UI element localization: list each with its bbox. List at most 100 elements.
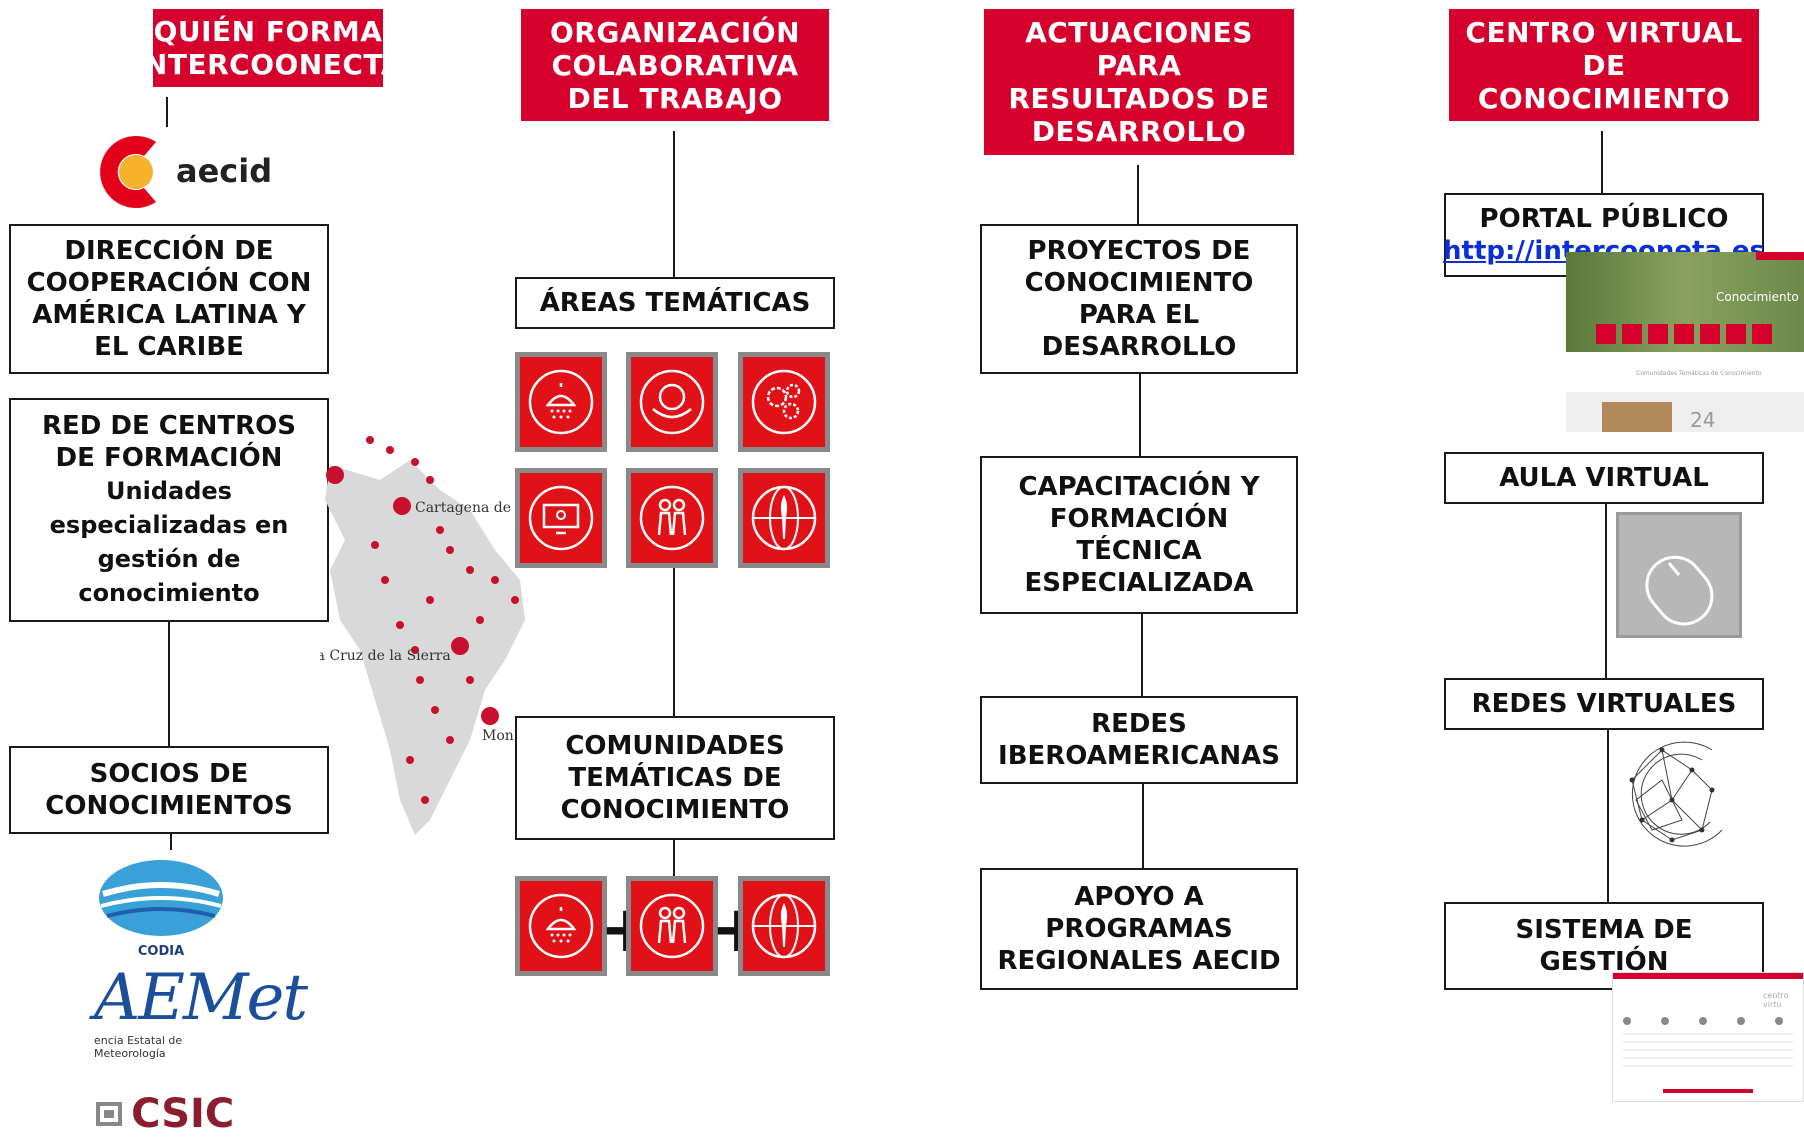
header-line: DESARROLLO [1031,115,1247,148]
box-redes-virtuales: REDES VIRTUALES [1444,678,1764,730]
header-line: CONOCIMIENTO [1477,81,1731,115]
portal-caption-text: Comunidades Temáticas de Conocimiento [1636,370,1762,377]
portal-date-text: 24 [1690,408,1716,432]
network-icon [1631,741,1723,847]
header-organizacion: ORGANIZACIÓN COLABORATIVA DEL TRABAJO [521,9,829,121]
box-socios: SOCIOS DE CONOCIMIENTOS [9,746,329,834]
paintbrush-globe-icon [751,485,817,551]
gears-icon [751,369,817,435]
tile-combo-people[interactable] [626,876,718,976]
header-quien-forma: QUIÉN FORMA INTERCOONECTA [133,9,403,87]
box-line: REDES VIRTUALES [1471,689,1737,719]
connector [1601,131,1603,193]
box-line: ÁREAS TEMÁTICAS [539,288,811,318]
box-line: AULA VIRTUAL [1499,463,1709,493]
box-line: CAPACITACIÓN Y [1018,472,1260,502]
connector [168,622,170,746]
tile-combo-shower[interactable] [515,876,607,976]
box-line: PORTAL PÚBLICO [1479,204,1729,234]
tile-paintbrush[interactable] [738,468,830,568]
box-line: COMUNIDADES [565,731,785,761]
csic-text: CSIC [131,1091,235,1137]
connector [1142,784,1144,868]
box-direccion: DIRECCIÓN DE COOPERACIÓN CON AMÉRICA LAT… [9,224,329,374]
aecid-logo: aecid [98,130,272,214]
box-line: PROYECTOS DE [1027,236,1251,266]
connector [1139,374,1141,456]
tile-shower[interactable] [515,352,607,452]
csic-logo: CSIC [92,1094,262,1142]
aula-virtual-image [1616,512,1742,638]
box-line: ESPECIALIZADA [1024,568,1254,598]
globe-hands-icon [639,369,705,435]
header-line: CENTRO VIRTUAL [1465,15,1743,49]
people-icon [639,485,705,551]
tile-monitor-bulb[interactable] [515,468,607,568]
box-areas-tematicas: ÁREAS TEMÁTICAS [515,277,835,329]
header-line: ACTUACIONES [1025,16,1253,49]
header-line: QUIÉN FORMA [153,15,383,48]
connector [1607,730,1609,902]
header-line: PARA [1096,49,1182,82]
box-line: IBEROAMERICANAS [998,741,1280,771]
codia-text: CODIA [137,944,185,959]
box-line: REGIONALES AECID [997,946,1281,976]
shower-icon [528,369,594,435]
header-line: COLABORATIVA [551,48,799,82]
aecid-mark-icon [100,136,156,208]
paintbrush-globe-icon [751,893,817,959]
box-line: FORMACIÓN [1049,504,1229,534]
box-line: AMÉRICA LATINA Y [32,300,306,330]
box-aula-virtual: AULA VIRTUAL [1444,452,1764,504]
box-line: SISTEMA DE [1515,915,1693,945]
portal-screenshot: Conocimiento Comunidades Temáticas de Co… [1566,252,1804,432]
tile-combo-paintbrush[interactable] [738,876,830,976]
header-line: RESULTADOS DE [1008,82,1270,115]
box-line: EL CARIBE [94,332,244,362]
box-line: RED DE CENTROS [42,411,296,441]
map-label-montevideo: Mon [482,728,514,744]
codia-mark-icon [99,860,223,936]
connector [1141,614,1143,696]
tile-gears[interactable] [738,352,830,452]
codia-logo: CODIA [93,856,229,959]
people-icon [639,893,705,959]
box-proyectos: PROYECTOS DE CONOCIMIENTO PARA EL DESARR… [980,224,1298,374]
header-line: DE [1582,48,1626,82]
portal-banner-text: Conocimiento [1716,290,1799,304]
box-line: TEMÁTICAS DE [568,763,782,793]
box-line: SOCIOS DE [89,759,249,789]
box-line: COOPERACIÓN CON [26,268,312,298]
aecid-text: aecid [176,152,273,190]
header-line: ORGANIZACIÓN [549,15,801,49]
box-line: APOYO A [1074,882,1204,912]
box-line: DIRECCIÓN DE [64,236,274,266]
box-subline: conocimiento [78,579,260,607]
connector [166,97,168,127]
header-actuaciones: ACTUACIONES PARA RESULTADOS DE DESARROLL… [984,9,1294,155]
aemet-subtext: encia Estatal de Meteorología [94,1034,183,1060]
aemet-logo: AEMet encia Estatal de Meteorología [94,962,308,1066]
box-subline: Unidades [106,477,232,505]
mouse-icon [1645,555,1714,626]
gestion-screenshot: centro virtu [1612,972,1804,1102]
box-apoyo-programas: APOYO A PROGRAMAS REGIONALES AECID [980,868,1298,990]
connector [673,131,675,277]
tile-people[interactable] [626,468,718,568]
box-line: CONOCIMIENTO [560,795,790,825]
connector [170,834,172,850]
box-subline: gestión de [97,545,241,573]
box-line: DESARROLLO [1041,332,1237,362]
connector [1605,504,1607,678]
connector [1137,165,1139,224]
network-sphere-image [1629,741,1723,847]
box-comunidades: COMUNIDADES TEMÁTICAS DE CONOCIMIENTO [515,716,835,840]
box-red-centros: RED DE CENTROS DE FORMACIÓN Unidades esp… [9,398,329,622]
header-centro-virtual: CENTRO VIRTUAL DE CONOCIMIENTO [1449,9,1759,121]
map-dots [326,436,519,804]
box-line: TÉCNICA [1076,536,1202,566]
monitor-bulb-icon [528,485,594,551]
shower-icon [528,893,594,959]
tile-globe-hands[interactable] [626,352,718,452]
box-line: PROGRAMAS [1045,914,1233,944]
